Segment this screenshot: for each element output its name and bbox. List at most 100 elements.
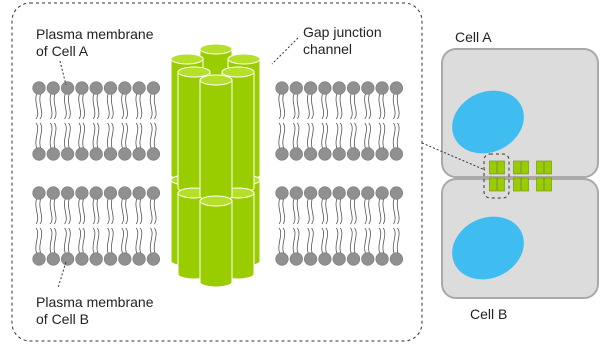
label-leaders [57, 37, 299, 289]
mini-channels [489, 160, 552, 192]
lipid-head [375, 252, 389, 266]
mini-channel [489, 160, 505, 192]
cell-a-label: Cell A [455, 29, 492, 45]
lipid-head [332, 81, 346, 95]
lipid-head [304, 252, 318, 266]
lipid-head [389, 81, 404, 95]
lipid-head [46, 81, 60, 95]
lipid-tails [64, 197, 71, 255]
lipid-head [389, 147, 404, 161]
lipid-head [304, 186, 318, 200]
lipid-head [103, 81, 118, 95]
lipid-head [60, 252, 75, 266]
gap-junction-label: Gap junction channel [303, 24, 382, 57]
lipid-tails [92, 92, 100, 150]
nucleus-a [452, 90, 524, 154]
lipid-head [375, 186, 389, 200]
lipid-tails [35, 197, 43, 255]
lipid-head [89, 81, 103, 95]
lipid-head [275, 252, 289, 266]
lipid-tails [364, 92, 371, 150]
lipid-head [318, 186, 332, 200]
lipid-tails [149, 197, 157, 255]
lipid-head [332, 147, 346, 161]
lipid-head [146, 147, 160, 161]
membrane-b-label: Plasma membrane of Cell B [36, 294, 154, 327]
mini-channel [536, 160, 552, 192]
lipid-head [118, 252, 132, 266]
lipid-head [32, 252, 46, 266]
lipid-tails [321, 197, 329, 255]
lipid-head [146, 186, 160, 200]
lipid-tails [349, 197, 357, 255]
lipid-head [60, 147, 75, 161]
lipid-head [75, 186, 89, 200]
lipid-head [132, 81, 146, 95]
leader-gap-junction [271, 37, 299, 65]
lipid-tails [392, 92, 400, 150]
lipid-head [132, 252, 146, 266]
gap-junction-channel [170, 43, 261, 288]
lipid-tails [321, 92, 329, 150]
lipid-head [32, 81, 46, 95]
lipid-head [60, 186, 75, 200]
cell-b-label: Cell B [470, 306, 508, 322]
lipid-tails [378, 92, 386, 150]
lipid-head [89, 252, 103, 266]
lipid-head [346, 81, 361, 95]
lipid-head [318, 252, 332, 266]
lipid-head [389, 252, 404, 266]
lipid-head [46, 147, 60, 161]
lipid-tails [49, 197, 57, 255]
lipid-head [389, 186, 404, 200]
lipid-tails [135, 197, 143, 255]
lipid-tails [121, 92, 128, 150]
lipid-head [375, 81, 389, 95]
lipid-head [118, 81, 132, 95]
lipid-tails [307, 92, 314, 150]
lipid-head [375, 147, 389, 161]
nucleus-b [452, 216, 524, 280]
lipid-head [146, 81, 160, 95]
zoom-panel [11, 2, 423, 342]
lipid-tails [378, 197, 386, 255]
lipid-head [103, 147, 118, 161]
lipid-tails [149, 92, 157, 150]
bilayer-cell-a-right [275, 81, 404, 161]
lipid-head [361, 252, 375, 266]
lipid-head [46, 252, 60, 266]
lipid-tails [106, 92, 114, 150]
lipid-head [75, 81, 89, 95]
lipid-head [332, 186, 346, 200]
lipid-head [89, 147, 103, 161]
lipid-tails [49, 92, 57, 150]
lipid-head [304, 81, 318, 95]
lipid-tails [364, 197, 371, 255]
lipid-tails [349, 92, 357, 150]
lipid-tails [278, 197, 286, 255]
lipid-head [346, 252, 361, 266]
lipid-head [75, 252, 89, 266]
lipid-head [75, 147, 89, 161]
lipid-head [289, 147, 303, 161]
lipid-head [46, 186, 60, 200]
connexon-b-subunit [199, 195, 233, 288]
zoom-connector [421, 142, 486, 171]
lipid-tails [292, 197, 300, 255]
lipid-head [275, 81, 289, 95]
lipid-head [361, 81, 375, 95]
connexon-a-subunit [199, 74, 233, 202]
lipid-head [332, 252, 346, 266]
leader-membrane-a [59, 60, 67, 86]
lipid-tails [335, 92, 343, 150]
lipid-head [289, 252, 303, 266]
lipid-tails [307, 197, 314, 255]
lipid-head [289, 186, 303, 200]
lipid-head [132, 186, 146, 200]
lipid-head [118, 147, 132, 161]
lipid-tails [78, 92, 86, 150]
lipid-head [118, 186, 132, 200]
lipid-tails [121, 197, 128, 255]
